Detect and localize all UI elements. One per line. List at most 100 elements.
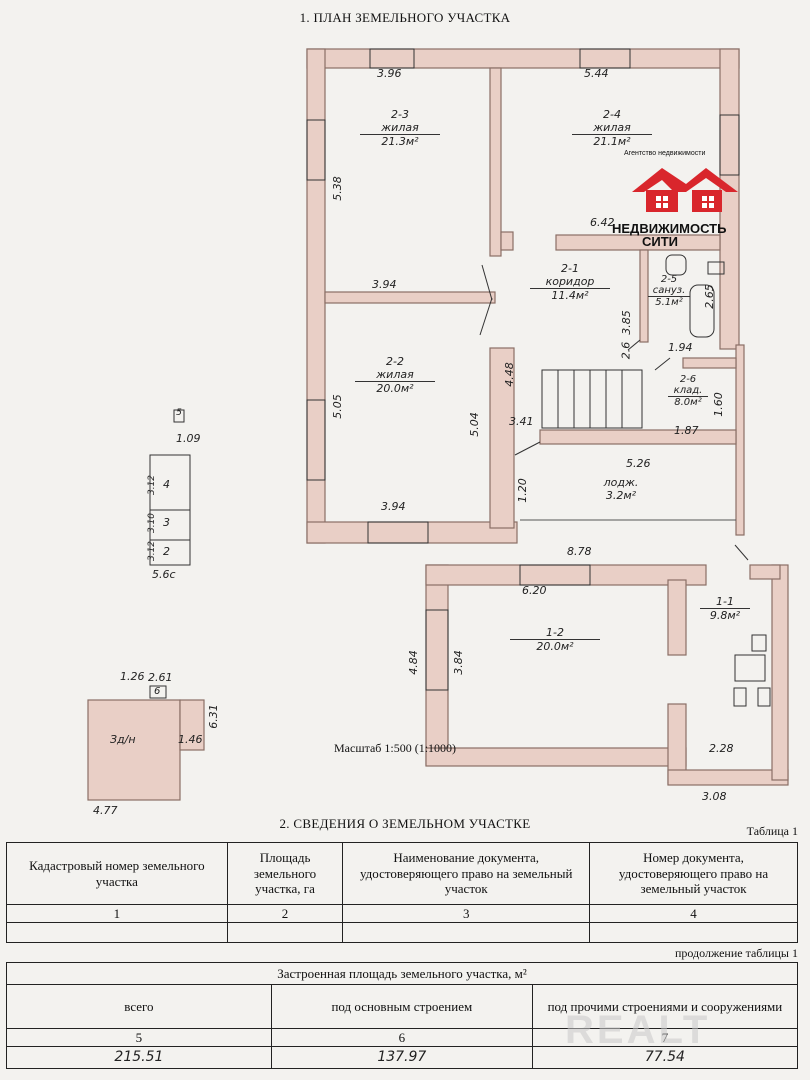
room-2-1: 2-1 коридор 11.4м² [530,262,610,302]
dim-2-6: 2.6 [619,341,633,360]
dim-1-60: 1.60 [711,392,725,417]
floor-plan [87,48,789,801]
table2-subheader: всего [6,984,272,1029]
wall-int-2 [324,291,496,304]
table1-cell [226,922,344,943]
loggia-name: лодж. [603,476,639,489]
wall-int-3 [489,347,515,529]
outbuilding-part [179,699,205,751]
logo-brand-1: НЕДВИЖИМОСТЬ [612,221,727,236]
dim-5-26: 5.26 [626,457,651,470]
wall-int-6 [539,429,737,445]
lower-wall-bottom [425,747,687,767]
table2-number-row: 5 6 7 [6,1028,799,1047]
table1-caption: Таблица 1 [746,824,798,838]
room-name: клад. [668,385,708,397]
dim-3-41: 3.41 [509,415,534,428]
room-2-6: 2-6 клад. 8.0м² [668,374,708,408]
table1-header: Кадастровый номер земельного участка [6,842,228,905]
room-1-2: 1-2 20.0м² [510,626,600,653]
outbuilding-d261: 2.61 [148,671,173,684]
logo-brand-2: СИТИ [642,234,679,249]
wall-int-1 [489,67,502,257]
lower-wall-bottom-right [667,769,789,786]
wall-int-8 [500,231,514,251]
dim-2-65: 2.65 [702,284,716,309]
outbuilding-label: Зд/н [110,733,136,746]
table1-header: Наименование документа, удостоверяющего … [342,842,591,905]
table2-subheader: под прочими строениями и сооружениями [531,984,799,1029]
table1-col-num: 1 [6,904,228,923]
dim-2-28: 2.28 [709,742,734,755]
shed-d2: 3.10 [147,512,158,534]
agency-logo: Агентство недвижимости НЕДВИЖИМОСТЬ СИТИ [612,150,752,249]
dim-5-04: 5.04 [467,412,481,437]
table1-col-num: 4 [589,904,798,923]
table1-number-row: 1 2 3 4 [6,904,798,923]
dim-3-08: 3.08 [702,790,727,803]
table2-col-num: 6 [270,1028,533,1047]
table1-value-row [6,922,798,943]
room-2-4: 2-4 жилая 21.1м² [572,108,652,148]
lower-wall-top-right [749,564,781,580]
loggia-label: лодж. 3.2м² [596,476,646,502]
table1-header: Номер документа, удостоверяющего право н… [589,842,798,905]
outbuilding-d477: 4.77 [93,804,118,817]
loggia-area: 3.2м² [605,489,637,502]
room-name: коридор [530,275,610,289]
room-id: 2-1 [561,262,579,275]
wall-int-5 [639,249,649,343]
shed-d3: 3.12 [147,540,158,562]
table1-cell [6,922,228,943]
section2-title: 2. СВЕДЕНИЯ О ЗЕМЕЛЬНОМ УЧАСТКЕ [279,816,531,831]
table2-value-row: 215.51 137.97 77.54 [6,1046,799,1069]
dim-3-94-b: 3.94 [381,500,406,513]
dim-4-84: 4.84 [406,650,420,675]
table2-subheader-row: всего под основным строением под прочими… [6,984,799,1029]
dim-1-20: 1.20 [515,478,529,503]
room-id: 2-3 [391,108,409,121]
table2-value: 77.54 [531,1046,799,1069]
room-id: 2-2 [386,355,404,368]
scale-label: Масштаб 1:500 (1:1000) [334,741,457,755]
room-name: сануз. [648,285,690,297]
table1-cell [342,922,591,943]
room-id: 1-1 [700,595,750,609]
outbuilding-body [87,699,181,801]
shed-bottom-dim: 5.6с [152,568,176,581]
room-name: жилая [355,368,435,382]
lower-wall-top [425,564,707,586]
table2-col-num: 5 [6,1028,272,1047]
wall-left [306,48,326,544]
dim-1-94: 1.94 [668,341,693,354]
table1-header-row: Кадастровый номер земельного участка Пло… [6,842,798,905]
room-name: жилая [360,121,440,135]
outbuilding-d631: 6.31 [206,704,220,729]
outbuilding-d146: 1.46 [178,733,203,746]
shed-row-3: 3 [163,516,170,529]
wall-top [306,48,740,69]
lower-wall-mid-1 [667,579,687,656]
wall-bottom [306,521,518,544]
table2-value: 137.97 [270,1046,533,1069]
table-1: Кадастровый номер земельного участка Пло… [6,842,798,943]
table2-subheader: под основным строением [270,984,533,1029]
dim-top-right: 5.44 [584,67,609,80]
dim-1-87: 1.87 [674,424,699,437]
room-1-1: 1-1 9.8м² [700,595,750,622]
shed-dim-top: 1.09 [176,432,201,445]
room-area: 11.4м² [551,289,589,302]
lower-wall-right [771,564,789,781]
table2-header: Застроенная площадь земельного участка, … [6,962,798,985]
table-2: Застроенная площадь земельного участка, … [6,962,799,1069]
dim-5-05: 5.05 [330,394,344,419]
room-area: 20.0м² [536,640,574,653]
table2-value: 215.51 [6,1046,272,1069]
room-id: 1-2 [510,626,600,640]
wall-right-lower [735,344,745,536]
outbuilding-small: 6 [154,686,161,697]
dim-top-left: 3.96 [377,67,402,80]
lower-wall-left [425,564,449,766]
dim-3-94-a: 3.94 [372,278,397,291]
table1-header: Площадь земельного участка, га [226,842,344,905]
